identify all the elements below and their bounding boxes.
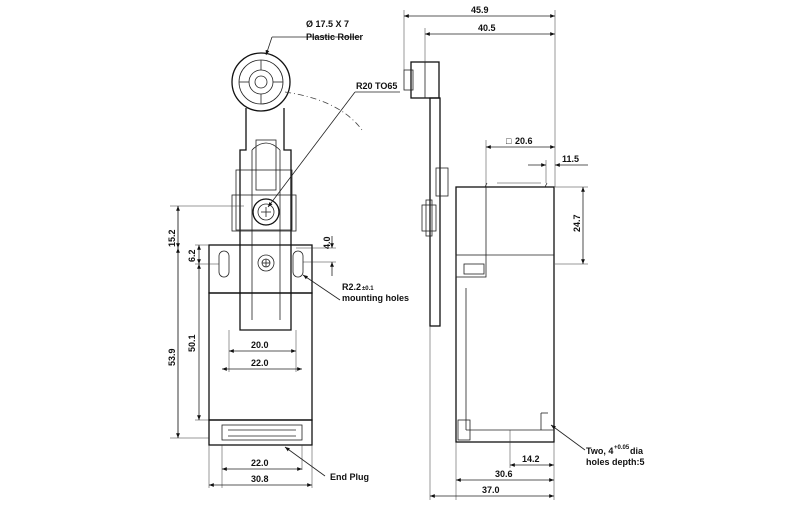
roller-dia-label: Ø 17.5 X 7 <box>306 19 349 29</box>
dim-20-6-prefix: □ <box>506 136 512 146</box>
holes-note-tolerance: +0.05 <box>614 445 630 451</box>
dim-22-0-top: 22.0 <box>251 358 269 368</box>
side-view: 45.9 40.5 □ 20.6 11.5 24.7 14.2 30.6 37.… <box>403 5 645 500</box>
dim-50-1: 50.1 <box>187 334 197 352</box>
holes-note-line2: holes depth:5 <box>586 457 645 467</box>
dim-22-0-bottom: 22.0 <box>251 458 269 468</box>
front-view: Ø 17.5 X 7 Plastic Roller R20 TO65 15.2 … <box>167 19 409 488</box>
side-lever <box>421 97 449 327</box>
switch-body <box>208 244 313 446</box>
radius-label: R20 TO65 <box>356 81 397 91</box>
dim-45-9: 45.9 <box>471 5 489 15</box>
roller-material-label: Plastic Roller <box>306 32 364 42</box>
side-body <box>455 182 555 443</box>
dim-6-2: 6.2 <box>187 249 197 262</box>
dim-11-5: 11.5 <box>562 154 579 164</box>
mount-hole-note: mounting holes <box>342 293 409 303</box>
mount-hole-tolerance: ±0.1 <box>362 286 374 292</box>
dim-20-6: 20.6 <box>515 136 533 146</box>
holes-note-line1: Two, 4 <box>586 446 613 456</box>
dim-20-0: 20.0 <box>251 340 269 350</box>
roller <box>231 52 291 112</box>
side-roller <box>403 61 440 99</box>
dim-15-2: 15.2 <box>167 229 177 247</box>
dim-53-9: 53.9 <box>167 348 177 366</box>
dim-24-7: 24.7 <box>572 214 582 232</box>
end-plug-label: End Plug <box>330 472 369 482</box>
dim-14-2: 14.2 <box>522 454 540 464</box>
mount-hole-radius: R2.2 <box>342 282 361 292</box>
dim-40-5: 40.5 <box>478 23 496 33</box>
dim-30-8: 30.8 <box>251 474 269 484</box>
swing-arc <box>284 91 363 131</box>
left-mounting-hole <box>218 250 230 278</box>
right-mounting-hole <box>292 250 304 278</box>
dim-37-0: 37.0 <box>482 485 500 495</box>
dim-4-0: 4.0 <box>322 236 332 249</box>
dim-30-6: 30.6 <box>495 469 513 479</box>
side-dimension-lines <box>403 10 588 500</box>
front-dimension-lines <box>170 36 400 488</box>
holes-note-dia: dia <box>630 446 644 456</box>
lever-arm <box>231 108 297 331</box>
